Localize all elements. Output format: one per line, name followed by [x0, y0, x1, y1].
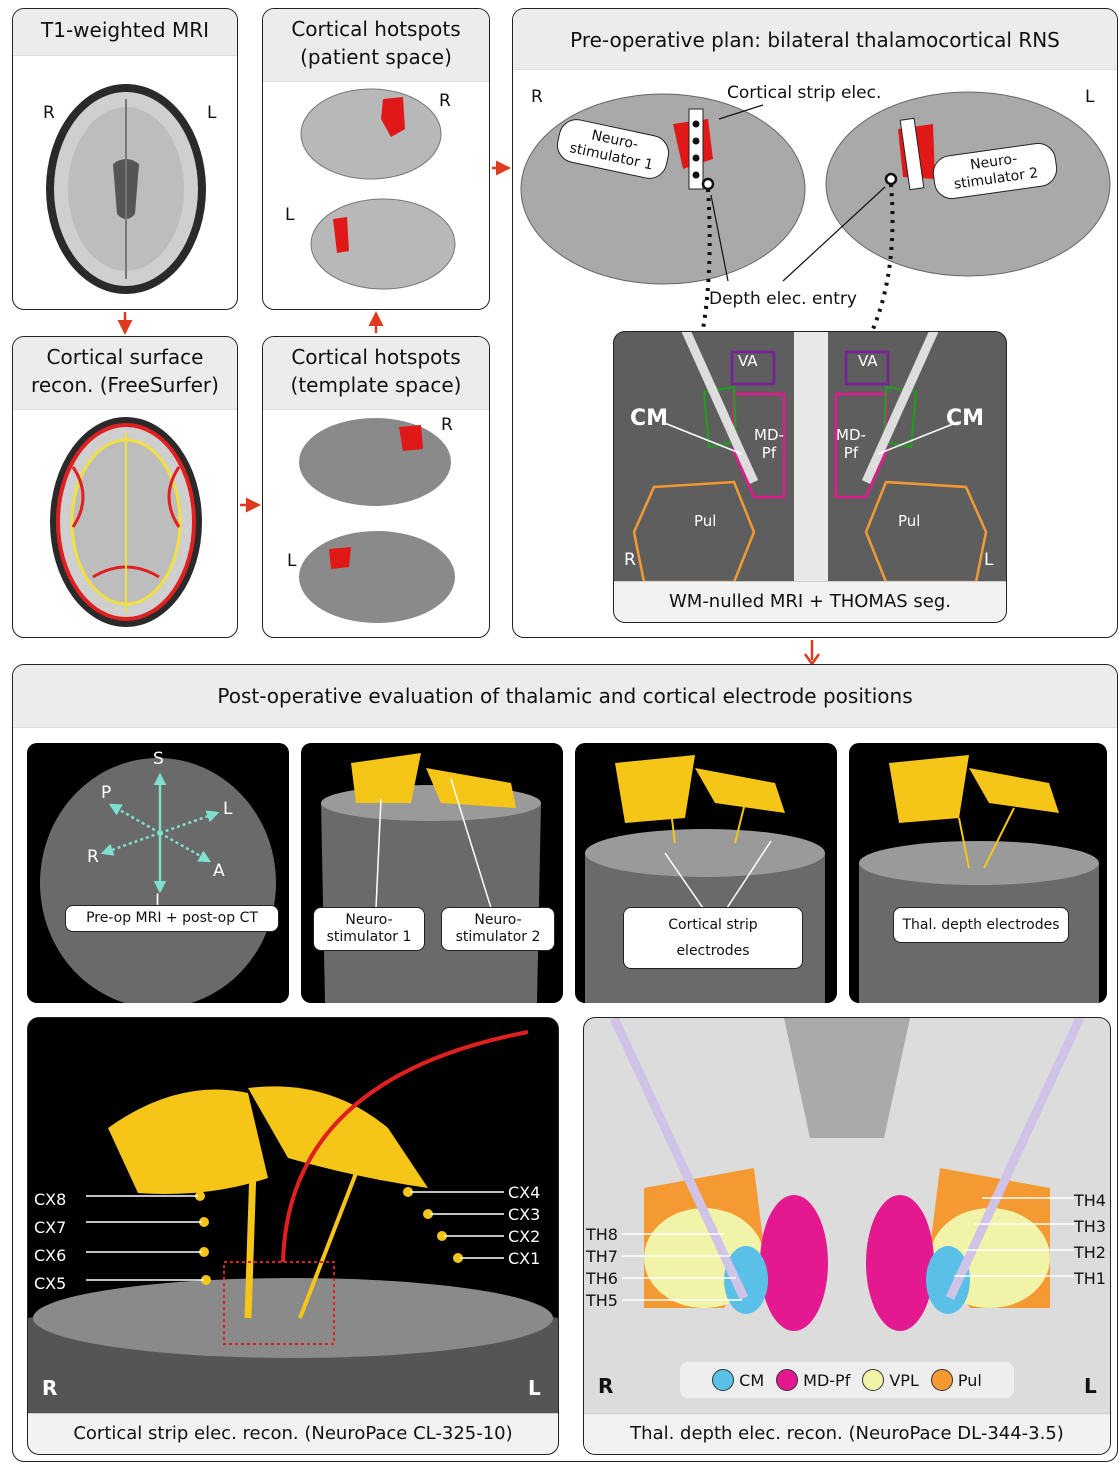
- preop-strip-label: Cortical strip elec.: [727, 83, 881, 103]
- inset-va-left: VA: [738, 352, 758, 370]
- legend-item-cm: CM: [712, 1369, 764, 1391]
- inset-mdpf-right-line2: Pf: [836, 444, 866, 462]
- tile3-caption: Cortical strip electrodes: [623, 907, 803, 969]
- flow-arrows-top: [0, 0, 520, 660]
- postop-tile-neurostimulators: Neuro- stimulator 1 Neuro- stimulator 2: [301, 743, 563, 1003]
- tile1-caption: Pre-op MRI + post-op CT: [65, 905, 279, 932]
- legend-swatch: [862, 1369, 884, 1391]
- contact-label-cx3: CX3: [508, 1204, 540, 1226]
- cortical-recon-image: [28, 1018, 558, 1414]
- tile2-ns1-label: Neuro- stimulator 1: [313, 907, 425, 951]
- axis-r-label: R: [87, 847, 99, 867]
- cortical-l-label: L: [528, 1376, 541, 1400]
- preop-plan-panel: Pre-operative plan: bilateral thalamocor…: [512, 8, 1118, 638]
- inset-cm-right: CM: [946, 406, 984, 431]
- contact-label-cx6: CX6: [34, 1242, 66, 1270]
- tile2-ns1-line2: stimulator 1: [322, 929, 416, 946]
- contact-label-th2: TH2: [1074, 1240, 1106, 1266]
- inset-pul-left: Pul: [694, 512, 716, 530]
- legend-item-md-pf: MD-Pf: [776, 1369, 850, 1391]
- contact-label-th4: TH4: [1074, 1188, 1106, 1214]
- contact-label-th6: TH6: [586, 1268, 618, 1290]
- head-render-1: [27, 743, 289, 1003]
- contact-label-th8: TH8: [586, 1224, 618, 1246]
- legend-swatch: [931, 1369, 953, 1391]
- legend-label: CM: [739, 1371, 764, 1390]
- preop-plan-title: Pre-operative plan: bilateral thalamocor…: [513, 9, 1117, 70]
- inset-r-label: R: [624, 550, 636, 570]
- thalamic-recon-image: [584, 1018, 1110, 1414]
- legend-item-pul: Pul: [931, 1369, 982, 1391]
- postop-tile-depth-electrodes: Thal. depth electrodes: [849, 743, 1107, 1003]
- legend-label: MD-Pf: [803, 1371, 850, 1390]
- contact-label-cx4: CX4: [508, 1182, 540, 1204]
- legend-item-vpl: VPL: [862, 1369, 919, 1391]
- axis-p-label: P: [101, 783, 111, 803]
- axis-s-label: S: [153, 749, 164, 769]
- inset-l-label: L: [984, 550, 993, 570]
- inset-caption: WM-nulled MRI + THOMAS seg.: [614, 581, 1006, 622]
- legend-label: Pul: [958, 1371, 982, 1390]
- inset-mdpf-left-line2: Pf: [754, 444, 784, 462]
- tile2-ns2-label: Neuro- stimulator 2: [441, 907, 555, 951]
- contact-label-th1: TH1: [1074, 1266, 1106, 1292]
- contact-label-cx7: CX7: [34, 1214, 66, 1242]
- contact-label-cx2: CX2: [508, 1226, 540, 1248]
- tile2-ns2-line2: stimulator 2: [450, 929, 546, 946]
- inset-mdpf-right: MD- Pf: [836, 426, 866, 462]
- contact-label-cx8: CX8: [34, 1186, 66, 1214]
- axis-l-label: L: [223, 799, 232, 819]
- nuclei-legend: CM MD-Pf VPL Pul: [680, 1362, 1014, 1398]
- legend-label: VPL: [889, 1371, 919, 1390]
- legend-swatch: [776, 1369, 798, 1391]
- postop-title: Post-operative evaluation of thalamic an…: [13, 665, 1117, 728]
- thomas-segmentation-image: [614, 332, 1006, 582]
- tile4-caption: Thal. depth electrodes: [893, 907, 1069, 943]
- inset-mdpf-right-line1: MD-: [836, 426, 866, 444]
- thalamic-recon-caption: Thal. depth elec. recon. (NeuroPace DL-3…: [584, 1413, 1110, 1454]
- contact-label-th3: TH3: [1074, 1214, 1106, 1240]
- preop-depth-entry-label: Depth elec. entry: [709, 289, 857, 309]
- cortical-recon-caption: Cortical strip elec. recon. (NeuroPace C…: [28, 1413, 558, 1454]
- inset-va-right: VA: [858, 352, 878, 370]
- contact-label-cx5: CX5: [34, 1270, 66, 1298]
- thalamic-r-label: R: [598, 1374, 613, 1398]
- thalamic-l-label: L: [1084, 1374, 1097, 1398]
- thomas-inset: VA VA CM CM MD- Pf MD- Pf Pul Pul R L WM…: [613, 331, 1007, 623]
- head-render-4: [849, 743, 1107, 1003]
- inset-cm-left: CM: [630, 406, 668, 431]
- cortical-r-label: R: [42, 1376, 57, 1400]
- contact-label-th7: TH7: [586, 1246, 618, 1268]
- contact-label-th5: TH5: [586, 1290, 618, 1312]
- legend-swatch: [712, 1369, 734, 1391]
- inset-pul-right: Pul: [898, 512, 920, 530]
- postop-tile-cortical-strips: Cortical strip electrodes: [575, 743, 837, 1003]
- inset-mdpf-left: MD- Pf: [754, 426, 784, 462]
- contact-label-cx1: CX1: [508, 1248, 540, 1270]
- postop-panel: Post-operative evaluation of thalamic an…: [12, 664, 1118, 1462]
- axis-a-label: A: [213, 861, 225, 881]
- postop-tile-axes: S I P A R L Pre-op MRI + post-op CT: [27, 743, 289, 1003]
- tile2-ns1-line1: Neuro-: [322, 912, 416, 929]
- head-render-2: [301, 743, 563, 1003]
- inset-mdpf-left-line1: MD-: [754, 426, 784, 444]
- tile2-ns2-line1: Neuro-: [450, 912, 546, 929]
